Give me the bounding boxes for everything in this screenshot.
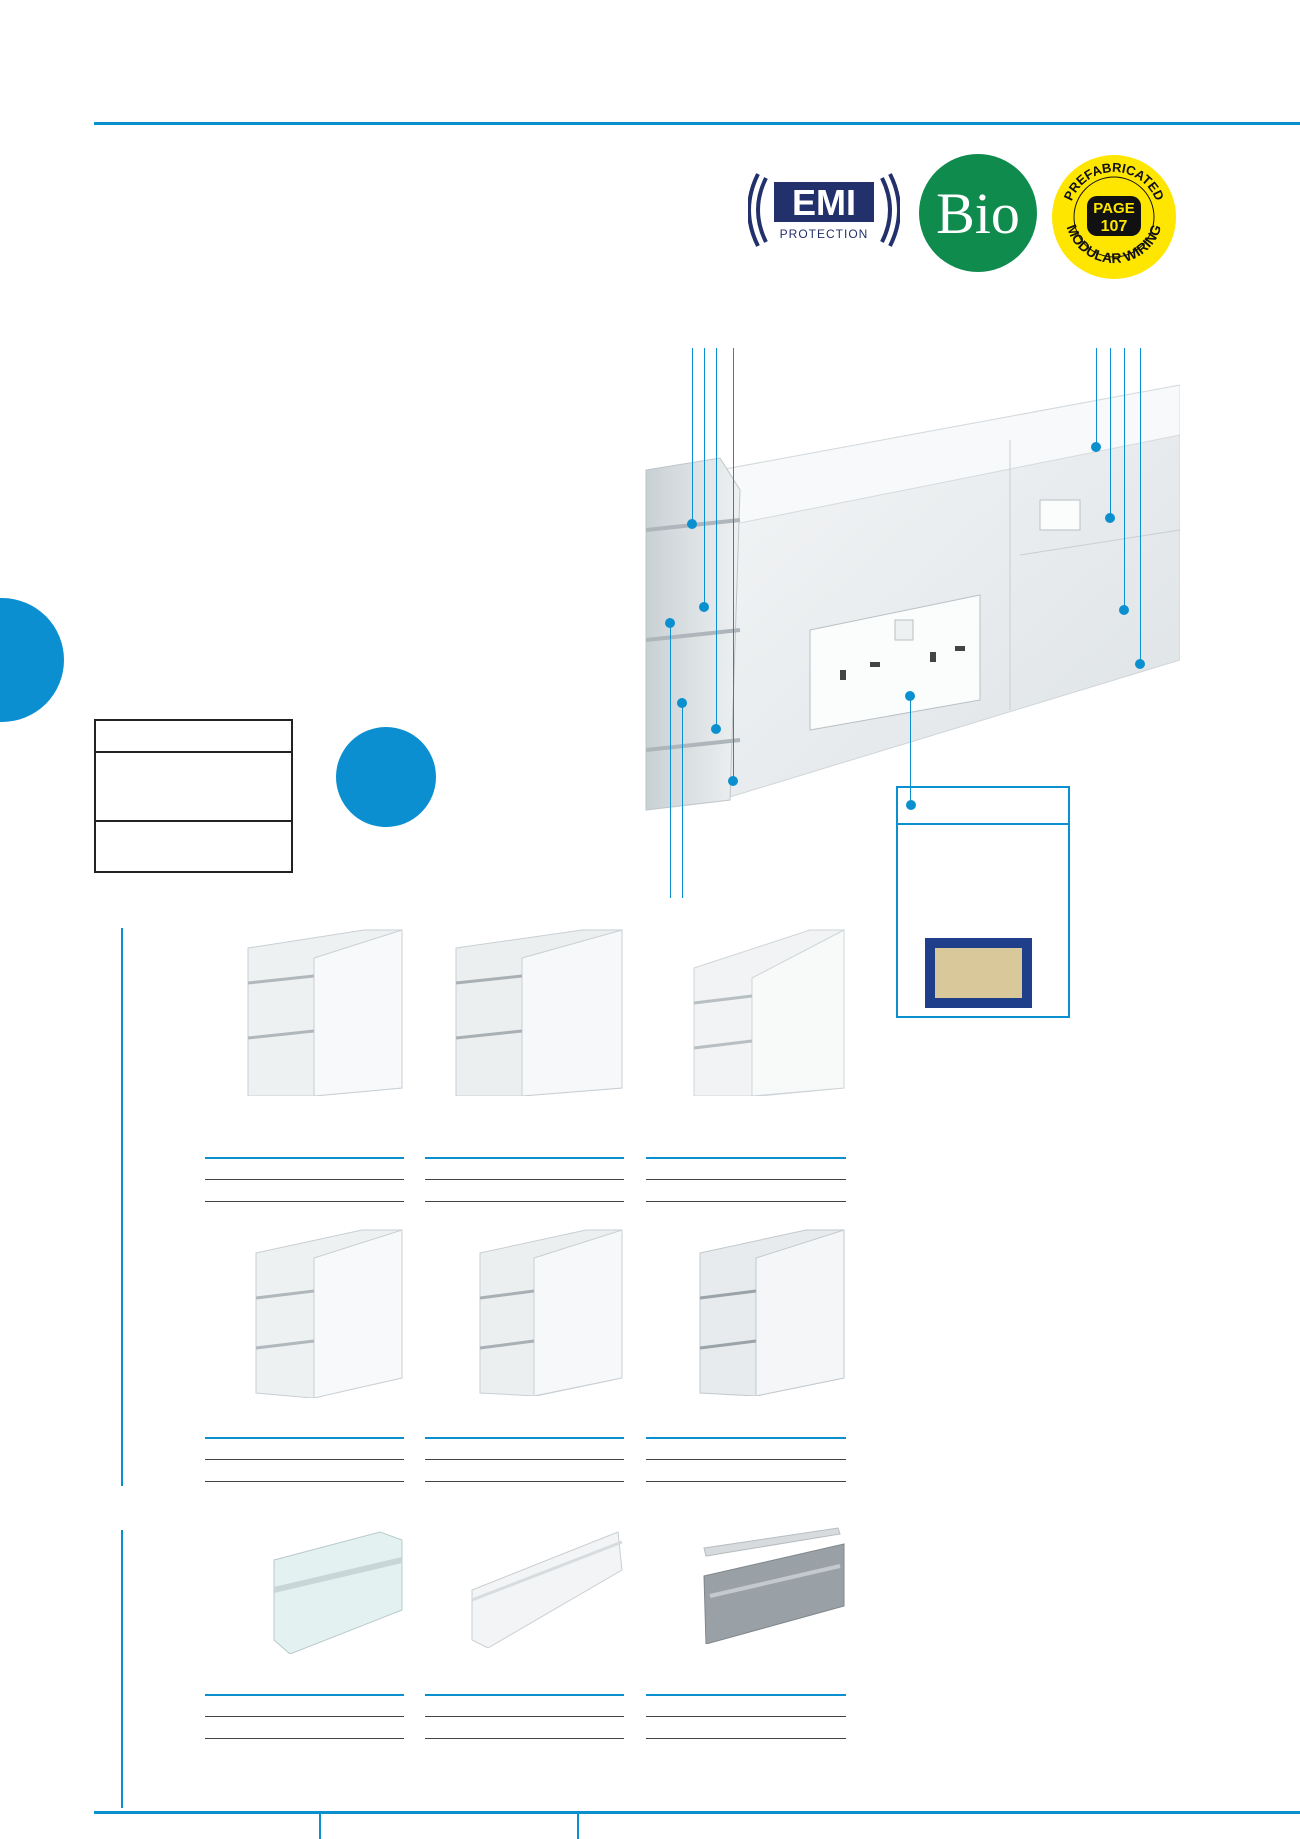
spec-rule — [425, 1459, 624, 1460]
callout-dot — [906, 800, 916, 810]
spec-rule — [646, 1481, 846, 1482]
leader-line — [682, 703, 683, 898]
info-table-row — [96, 753, 291, 822]
footer-rule — [94, 1811, 1300, 1814]
spec-rule — [425, 1738, 624, 1739]
spec-rule — [646, 1437, 846, 1439]
leader-line — [670, 623, 671, 898]
trunking-product-image — [479, 1229, 623, 1396]
callout-dot — [1119, 605, 1129, 615]
accessory-callout-box — [896, 786, 1070, 1018]
spec-rule — [646, 1201, 846, 1202]
spec-rule — [205, 1179, 404, 1180]
section-tab-circle — [0, 598, 64, 722]
leader-line — [716, 348, 717, 728]
spec-rule — [205, 1481, 404, 1482]
callout-header — [898, 788, 1068, 825]
spec-rule — [205, 1459, 404, 1460]
info-table-header — [96, 721, 291, 753]
spec-rule — [646, 1694, 846, 1696]
spec-rule — [425, 1157, 624, 1159]
spec-rule — [425, 1481, 624, 1482]
emi-sub-text: PROTECTION — [780, 227, 869, 241]
callout-dot — [687, 519, 697, 529]
emi-main-text: EMI — [792, 182, 856, 223]
section-rule — [121, 1530, 123, 1808]
spec-rule — [646, 1157, 846, 1159]
prefab-page-label: PAGE — [1093, 200, 1134, 217]
emi-protection-badge: EMI PROTECTION — [748, 173, 900, 247]
callout-dot — [677, 698, 687, 708]
prefabricated-modular-wiring-badge: PREFABRICATED MODULAR WIRING PAGE 107 — [1052, 155, 1176, 279]
trunking-product-image — [255, 1229, 403, 1398]
spec-rule — [646, 1738, 846, 1739]
footer-divider — [577, 1811, 579, 1839]
leader-line — [733, 348, 734, 780]
spec-rule — [205, 1716, 404, 1717]
spec-rule — [425, 1437, 624, 1439]
leader-line — [1096, 348, 1097, 448]
spec-rule — [646, 1459, 846, 1460]
back-box-image — [925, 938, 1032, 1008]
accessory-product-image — [273, 1531, 403, 1654]
section-rule — [121, 928, 123, 1486]
trunking-product-image — [693, 929, 845, 1096]
spec-rule — [425, 1694, 624, 1696]
spec-rule — [646, 1716, 846, 1717]
spec-rule — [205, 1437, 404, 1439]
bio-badge: Bio — [919, 154, 1037, 272]
trunking-product-image — [247, 929, 403, 1096]
trunking-product-image — [699, 1229, 845, 1396]
callout-dot — [699, 602, 709, 612]
callout-dot — [665, 618, 675, 628]
spec-rule — [425, 1179, 624, 1180]
section-circle — [336, 727, 436, 827]
bio-label: Bio — [936, 180, 1020, 246]
callout-dot — [1105, 513, 1115, 523]
spec-rule — [205, 1694, 404, 1696]
spec-rule — [205, 1738, 404, 1739]
accessory-product-image — [471, 1531, 623, 1648]
callout-dot — [1091, 442, 1101, 452]
trunking-product-image — [455, 929, 623, 1096]
callout-dot — [1135, 659, 1145, 669]
leader-line — [910, 696, 911, 800]
footer-divider — [319, 1811, 321, 1839]
spec-rule — [205, 1201, 404, 1202]
leader-line — [1140, 348, 1141, 664]
leader-line — [1110, 348, 1111, 518]
callout-dot — [711, 724, 721, 734]
info-table — [94, 719, 293, 873]
spec-rule — [425, 1716, 624, 1717]
top-rule — [94, 122, 1300, 125]
spec-rule — [425, 1201, 624, 1202]
spec-rule — [646, 1179, 846, 1180]
leader-line — [692, 348, 693, 523]
spec-rule — [205, 1157, 404, 1159]
info-table-row — [96, 822, 291, 867]
leader-line — [704, 348, 705, 606]
callout-dot — [728, 776, 738, 786]
prefab-page-number: 107 — [1101, 218, 1128, 235]
accessory-product-image — [703, 1527, 845, 1644]
leader-line — [1124, 348, 1125, 610]
